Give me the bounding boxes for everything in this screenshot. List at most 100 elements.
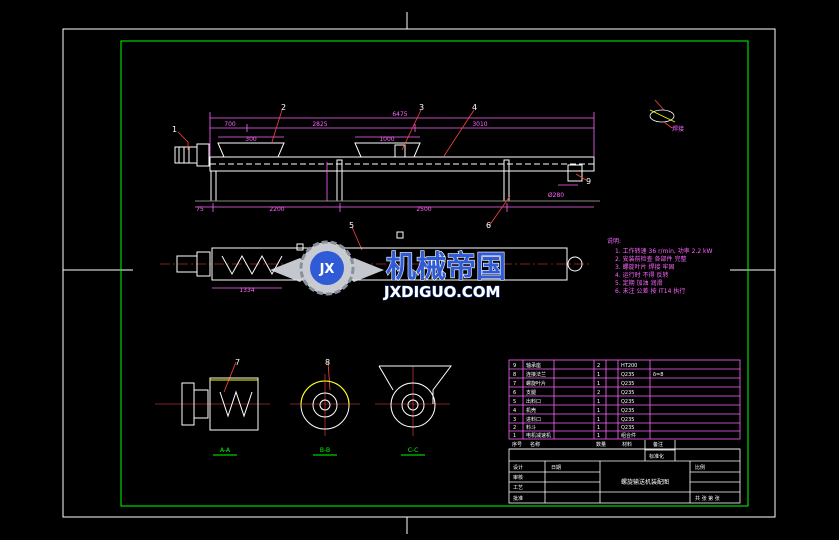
- watermark: JX 机械帝国 JXDIGUO.COM: [270, 240, 507, 301]
- bom-cell: 5: [513, 399, 516, 405]
- note-line: 3. 螺旋叶片 焊接 牢固: [615, 263, 674, 271]
- section-marks: A-A B-B C-C: [220, 447, 418, 454]
- dim-top-2: 2825: [312, 121, 327, 128]
- section-a: [155, 377, 270, 431]
- title-cell-process: 工艺: [513, 485, 523, 491]
- bom-cell: 9: [513, 363, 516, 369]
- leader-lines: [177, 109, 587, 393]
- scale-label: 比例: [695, 464, 705, 471]
- bom-header: 名称: [530, 441, 540, 448]
- section-c: [375, 365, 452, 436]
- title-cell-check: 审核: [513, 474, 523, 481]
- bom-cell: 1: [597, 417, 600, 423]
- elevation-dimension-text: 6475 700 2825 3010 300 1000 75 2200 2500…: [196, 111, 564, 213]
- part-number-4: 4: [472, 103, 477, 112]
- dim-overall: 6475: [392, 111, 407, 118]
- dim-hopper-2: 1000: [379, 136, 394, 143]
- dim-hopper-1: 300: [245, 136, 257, 143]
- bom-cell: 2: [513, 425, 516, 431]
- bom-cell: 进料口: [526, 416, 541, 423]
- bom-cell: 组合件: [621, 432, 636, 439]
- bom-cell: 1: [513, 433, 516, 439]
- elevation-view: [174, 142, 600, 202]
- bom-cell: Q235: [621, 425, 634, 431]
- bom-cell: 螺旋叶片: [526, 380, 546, 387]
- plan-screw: [221, 254, 283, 276]
- dim-diameter: Ø280: [548, 192, 564, 199]
- bom-cell: 3: [513, 417, 516, 423]
- bom-cell: 连接法兰: [526, 371, 546, 378]
- note-line: 5. 定期 加油 润滑: [615, 279, 662, 287]
- bom-cell: 料斗: [526, 424, 536, 431]
- part-number-9: 9: [586, 177, 591, 186]
- bom-cell: 轴承座: [526, 362, 541, 369]
- bom-cell: 电机减速机: [526, 432, 551, 439]
- plan-outlet-end: [567, 256, 583, 272]
- bom-cell: Q235: [621, 381, 634, 387]
- hopper-1: [217, 142, 285, 158]
- plan-casing: [211, 247, 568, 281]
- bom-header: 数量: [596, 441, 606, 448]
- dim-top-3: 3010: [472, 121, 487, 128]
- note-line: 6. 未注 公差 按 IT14 执行: [615, 287, 685, 295]
- bom-cell: 机壳: [526, 407, 536, 414]
- bom-cell: 1: [597, 433, 600, 439]
- dim-bottom-1: 75: [196, 206, 204, 213]
- bom-cell: 6: [513, 390, 516, 396]
- bom-cell: Q235: [621, 417, 634, 423]
- bom-cell: Q235: [621, 399, 634, 405]
- drawing-frame: [120, 40, 749, 507]
- bom-header: 序号: [512, 441, 522, 448]
- bom-cell: 1: [597, 425, 600, 431]
- bom-cell: 1: [597, 399, 600, 405]
- watermark-name: 机械帝国: [386, 250, 506, 285]
- section-b: [290, 374, 360, 436]
- part-numbers: 1 2 3 4 5 6 9 7 8: [172, 103, 591, 367]
- title-cell-design: 设计: [513, 464, 523, 471]
- drawing-title: 螺旋输送机装配图: [621, 478, 669, 486]
- bom-cell: 2: [597, 363, 600, 369]
- title-cell-approve: 批准: [513, 495, 523, 502]
- bom-cell: 1: [597, 372, 600, 378]
- bom-cell: δ=8: [653, 372, 663, 378]
- bom-cell: Q235: [621, 390, 634, 396]
- bom-header-row: 序号 名称 数量 材料 备注: [512, 441, 663, 448]
- watermark-url: JXDIGUO.COM: [383, 283, 500, 301]
- dim-bottom-3: 2500: [416, 206, 431, 213]
- section-mark-c: C-C: [408, 447, 419, 454]
- note-line: 2. 安装前检查 各部件 完整: [615, 255, 686, 263]
- part-number-6: 6: [486, 221, 491, 230]
- bom-cell: 4: [513, 408, 516, 414]
- hopper-2: [354, 142, 421, 158]
- bom-cell: Q235: [621, 372, 634, 378]
- bom-text: 9 轴承座 2 HT200 8 连接法兰 1 Q235 δ=8 7 螺旋叶片 1…: [513, 362, 663, 439]
- part-number-2: 2: [281, 103, 286, 112]
- bom-cell: 1: [597, 408, 600, 414]
- note-line: 4. 运行时 不得 反转: [615, 271, 668, 279]
- part-number-1: 1: [172, 125, 177, 134]
- bom-cell: 7: [513, 381, 516, 387]
- elevation-dimensions: [195, 112, 595, 212]
- bom-cell: 支腿: [526, 389, 536, 396]
- watermark-emblem: JX: [319, 262, 335, 277]
- part-number-3: 3: [419, 103, 424, 112]
- dim-top-1: 700: [224, 121, 236, 128]
- weld-detail: [649, 99, 676, 129]
- bom-cell: 8: [513, 372, 516, 378]
- leg-2: [336, 159, 343, 202]
- sheet-label: 共 张 第 张: [695, 495, 720, 502]
- notes-title: 说明:: [607, 237, 621, 245]
- title-block: [508, 440, 741, 504]
- bom-cell: 2: [597, 390, 600, 396]
- bom-cell: 1: [597, 381, 600, 387]
- dim-plan-length: 1334: [239, 287, 254, 294]
- leg-3: [503, 159, 510, 202]
- part-number-8: 8: [325, 358, 330, 367]
- bom-header: 备注: [653, 441, 663, 448]
- section-mark-b: B-B: [320, 447, 330, 454]
- sheet-border: [62, 28, 776, 518]
- title-cell-date: 日期: [551, 465, 561, 471]
- part-number-5: 5: [349, 221, 354, 230]
- outlet: [567, 164, 583, 182]
